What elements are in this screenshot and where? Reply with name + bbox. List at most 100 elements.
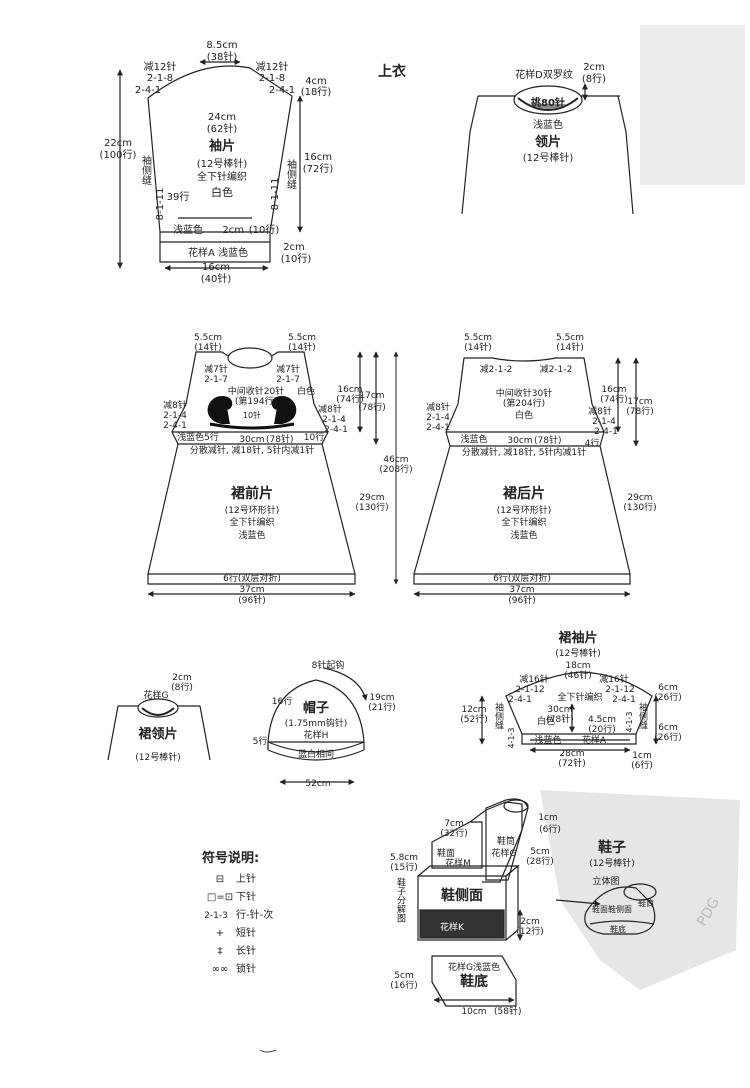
page-mark bbox=[259, 1049, 277, 1053]
front-shoulder-r-cm: 5.5cm bbox=[288, 333, 316, 343]
skirt-sleeve-left-rows: (52行) bbox=[460, 713, 487, 725]
shoe-tube-pattern: 花样G bbox=[492, 847, 517, 859]
front-h16-rows: (74行) bbox=[336, 393, 363, 405]
sleeve-rows39: 39行 bbox=[167, 190, 190, 203]
collar-needle: (12号棒针) bbox=[523, 151, 574, 164]
front-piece bbox=[147, 347, 379, 597]
shoe-3d-tube: 鞋筒 bbox=[638, 898, 654, 908]
legend-label-knit: 下针 bbox=[236, 890, 256, 903]
sleeve-cuff-color: 浅蓝色 bbox=[173, 223, 203, 236]
front-width-st: (78针) bbox=[266, 433, 293, 445]
sleeve-height-cm: 22cm bbox=[104, 138, 132, 149]
skirt-sleeve-width-cm: 30cm bbox=[547, 705, 572, 715]
total-rows: (208行) bbox=[379, 463, 412, 475]
shoe-upper-rows: (32行) bbox=[440, 827, 467, 839]
legend-sym-dc: ‡ bbox=[218, 946, 223, 957]
front-skirt-rows: (130行) bbox=[355, 501, 388, 513]
skirt-sleeve-right-r1: 2-1-12 bbox=[605, 685, 634, 695]
sleeve-side-rows: (72行) bbox=[303, 162, 334, 175]
back-arm-l-r1: 2-1-4 bbox=[426, 413, 450, 423]
skirt-sleeve-band-cm: 1cm bbox=[632, 751, 651, 761]
back-neck-r-r: 减2-1-2 bbox=[540, 363, 573, 375]
sleeve-side-cm: 16cm bbox=[304, 152, 332, 163]
collar-labels: 花样D双罗纹 2cm (8行) 挑80针 浅蓝色 领片 (12号棒针) bbox=[515, 62, 606, 164]
sleeve-outline bbox=[147, 65, 293, 263]
collar-pattern: 花样D双罗纹 bbox=[515, 68, 573, 81]
front-neck-r-r: 2-1-7 bbox=[276, 375, 300, 385]
shoe-side-cm: 2cm bbox=[520, 917, 539, 927]
collar-piece bbox=[461, 83, 634, 215]
front-dec-note: 分散减针, 减18针, 5针内减1针 bbox=[190, 444, 314, 456]
skirt-sleeve-right-cm: 6cm bbox=[658, 723, 677, 733]
collar-name: 领片 bbox=[535, 134, 561, 150]
front-arm-l-r1: 2-1-4 bbox=[163, 411, 187, 421]
skirt-collar-labels: 花样G 2cm (8行) 裙领片 (12号棒针) bbox=[135, 673, 193, 763]
front-bottom-st: (96针) bbox=[238, 594, 265, 606]
front-width-cm: 30cm bbox=[239, 435, 264, 445]
back-h17-cm: 17cm bbox=[627, 397, 652, 407]
skirt-sleeve-seam-l: 袖侧缝 bbox=[493, 701, 504, 730]
sleeve-stitch: 全下针编织 bbox=[197, 170, 247, 183]
sleeve-cap-rows: (18行) bbox=[301, 85, 332, 98]
shoe-sole: 鞋底 bbox=[460, 973, 488, 990]
front-shoulder-l-st: (14针) bbox=[194, 341, 221, 353]
shoe-sole-left-cm: 5cm bbox=[394, 971, 413, 981]
back-color: 浅蓝色 bbox=[510, 529, 537, 541]
back-labels: 5.5cm (14针) 5.5cm (14针) 减2-1-2 减2-1-2 中间… bbox=[426, 333, 656, 606]
legend-sym-rows: 2-1-3 bbox=[204, 911, 228, 921]
legend-label-rows: 行-针-次 bbox=[236, 908, 273, 921]
front-rows10: 10行 bbox=[304, 431, 324, 443]
sleeve-cuff-cm: 2cm bbox=[222, 225, 244, 236]
collar-rows: (8行) bbox=[582, 72, 606, 85]
front-band-left: 浅蓝色5行 bbox=[177, 431, 219, 443]
front-arm-l: 减8针 bbox=[163, 399, 187, 411]
sleeve-right-r1: 2-1-8 bbox=[259, 73, 285, 84]
skirt-sleeve-bottom-st: (72针) bbox=[558, 757, 585, 769]
back-shoulder-l-st: (14针) bbox=[464, 341, 491, 353]
back-piece bbox=[413, 357, 639, 597]
sleeve-seam-left: 袖侧缝 bbox=[140, 154, 152, 185]
back-arm-l: 减8针 bbox=[426, 401, 450, 413]
back-shoulder-r-st: (14针) bbox=[556, 341, 583, 353]
skirt-sleeve-left-dec: 减16针 bbox=[519, 673, 548, 685]
legend-sym-sc: + bbox=[216, 928, 224, 939]
skirt-sleeve-pattern: 花样A bbox=[582, 734, 607, 746]
hat-bottom: 52cm bbox=[305, 779, 330, 789]
skirt-sleeve-stitch: 全下针编织 bbox=[557, 691, 602, 703]
back-width-st: (78针) bbox=[534, 434, 561, 446]
front-shoulder-r-st: (14针) bbox=[288, 341, 315, 353]
back-needle: (12号环形针) bbox=[497, 504, 551, 516]
shoe-face: 鞋面 bbox=[437, 847, 455, 859]
front-skirt-cm: 29cm bbox=[359, 493, 384, 503]
legend-sym-chain: ∞∞ bbox=[212, 964, 229, 975]
front-hem: 6行(双层对折) bbox=[223, 572, 281, 584]
back-center: 中间收针30针 bbox=[496, 387, 552, 399]
front-arm-l-r2: 2-4-1 bbox=[163, 421, 187, 431]
back-white: 白色 bbox=[515, 409, 533, 421]
back-neck-l-r: 减2-1-2 bbox=[480, 363, 513, 375]
front-neck-r: 减7针 bbox=[276, 363, 300, 375]
front-center: 中间收针20针 bbox=[228, 385, 284, 397]
front-bottom-cm: 37cm bbox=[239, 585, 264, 595]
shoe-needle: (12号棒针) bbox=[589, 857, 634, 869]
hat-right-rows: (21行) bbox=[368, 701, 395, 713]
shoe-tube-h-cm: 5cm bbox=[530, 847, 549, 857]
hat-rows16: 16行 bbox=[272, 695, 292, 707]
total-cm: 46cm bbox=[383, 455, 408, 465]
back-bottom-st: (96针) bbox=[508, 594, 535, 606]
shoe-3d-sole: 鞋底 bbox=[610, 924, 626, 934]
shoe-3d-face: 鞋面 bbox=[592, 904, 608, 914]
skirt-collar-name: 裙领片 bbox=[138, 726, 177, 742]
sleeve-bottom-cm: 16cm bbox=[202, 262, 230, 273]
sleeve-top-st: (38针) bbox=[207, 50, 238, 63]
back-name: 裙后片 bbox=[503, 485, 545, 502]
sleeve-height-rows: (100行) bbox=[100, 148, 137, 161]
skirt-sleeve-piece bbox=[479, 671, 659, 753]
front-labels: 5.5cm (14针) 5.5cm (14针) 减7针 2-1-7 减7针 2-… bbox=[163, 333, 388, 606]
shoe-side-title: 鞋侧面 bbox=[441, 887, 483, 904]
skirt-sleeve-width-st: (78针) bbox=[546, 713, 573, 725]
shoe-pattern-k: 花样K bbox=[440, 921, 465, 933]
skirt-sleeve-white: 白色 bbox=[537, 715, 555, 727]
front-arm-r-r2: 2-4-1 bbox=[324, 425, 348, 435]
